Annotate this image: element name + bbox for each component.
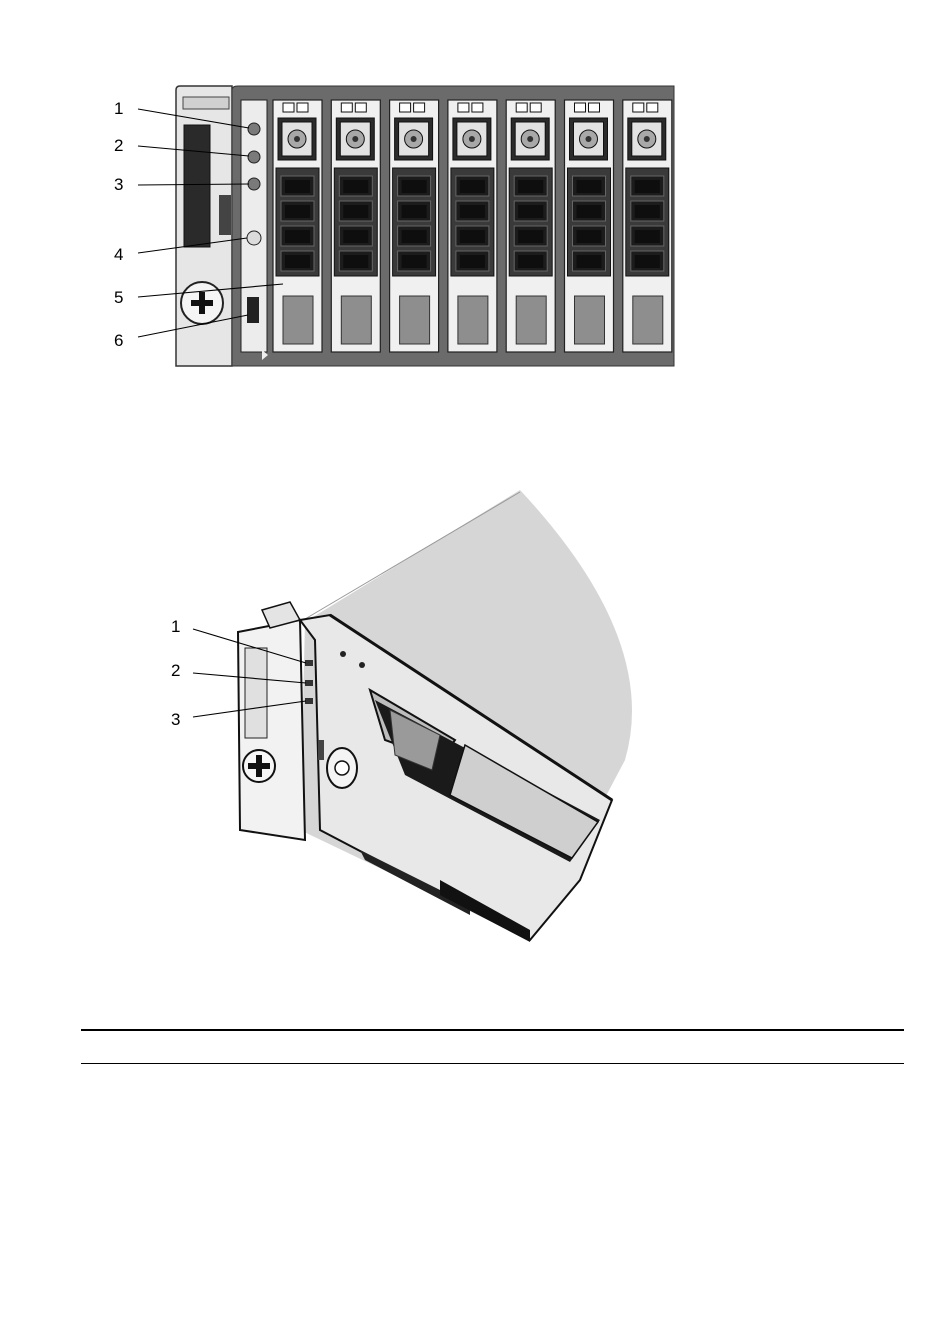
callout-2: 2 — [171, 661, 180, 680]
bezel-lock[interactable] — [327, 748, 357, 788]
angled-chassis-figure: 1 2 3 — [0, 0, 950, 1000]
callout-1: 1 — [171, 617, 180, 636]
left-rack-ear — [238, 602, 305, 840]
table-header-rule — [81, 1029, 904, 1064]
callout-3: 3 — [171, 710, 180, 729]
